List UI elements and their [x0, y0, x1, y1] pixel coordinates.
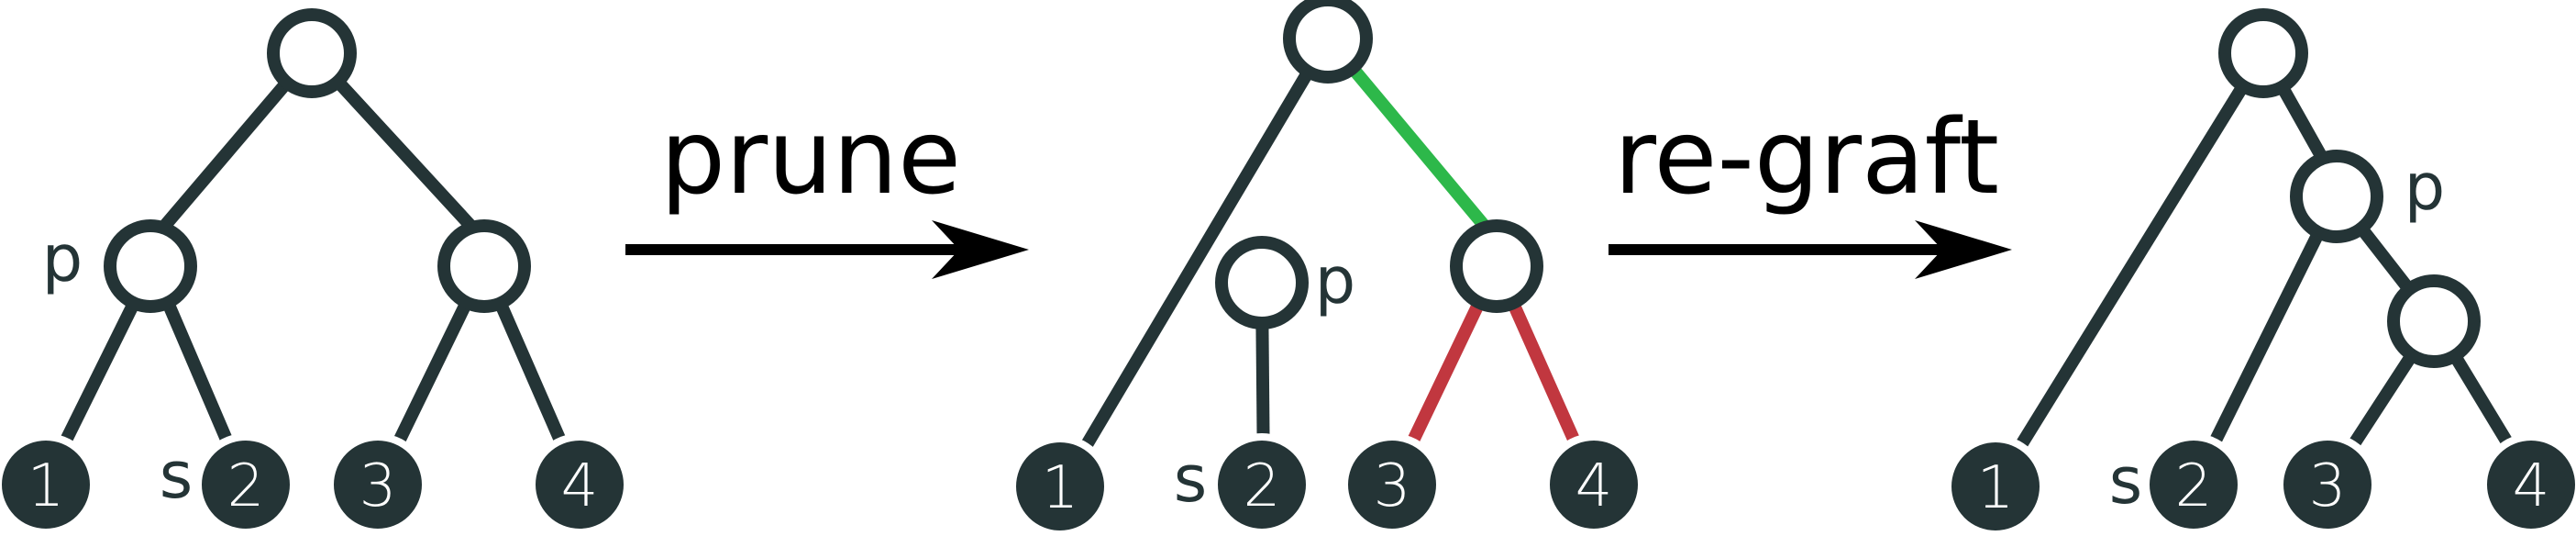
edge-root-leaf1 [1990, 50, 2269, 490]
p-label: p [2405, 150, 2445, 225]
regraft-label: re-graft [1614, 98, 1999, 218]
s-label: s [2109, 443, 2142, 519]
regraft-arrow-head [1915, 220, 2012, 279]
leaf-node-2 [2142, 433, 2245, 536]
prune-arrow: prune [625, 98, 1029, 279]
leaf-node-1 [1944, 435, 2047, 536]
leaf-label-1: 1 [1977, 454, 2015, 522]
edge-p-leaf2 [2187, 193, 2343, 488]
internal-node-p [104, 219, 197, 313]
leaf-label-3: 3 [2309, 452, 2347, 520]
leaf-node-2 [1211, 433, 1313, 536]
internal-node-p [2290, 150, 2383, 243]
p-label: p [42, 221, 83, 296]
root-node [2218, 8, 2308, 98]
panel-regrafted-tree: 1 2 3 4 p s [1944, 8, 2576, 536]
s-label: s [160, 438, 193, 513]
leaf-label-4: 4 [2513, 452, 2550, 520]
leaf-node-3 [326, 433, 429, 536]
internal-node-right [437, 219, 531, 313]
leaf-node-1 [1009, 435, 1111, 536]
leaf-label-4: 4 [561, 452, 599, 520]
edge-root-leaf1 [1056, 35, 1334, 490]
root-node [267, 8, 357, 98]
leaf-label-1: 1 [28, 452, 65, 520]
prune-label: prune [660, 98, 961, 218]
root-node [1283, 0, 1373, 84]
internal-node-right [1450, 219, 1543, 313]
leaf-label-4: 4 [1575, 452, 1613, 520]
leaf-node-4 [2480, 433, 2576, 536]
panel-original-tree: 1 2 3 4 p s [0, 8, 631, 536]
leaf-node-4 [528, 433, 631, 536]
panel-pruned-tree: 1 2 3 4 p s [1009, 0, 1645, 536]
detached-node-p [1215, 236, 1309, 329]
p-label: p [1315, 243, 1355, 318]
leaf-node-2 [194, 433, 297, 536]
s-label: s [1174, 441, 1207, 517]
leaf-node-1 [0, 433, 97, 536]
regraft-arrow: re-graft [1609, 98, 2012, 279]
leaf-node-3 [2276, 433, 2379, 536]
leaf-node-3 [1341, 433, 1443, 536]
leaf-label-3: 3 [1374, 452, 1411, 520]
leaf-label-1: 1 [1042, 454, 1079, 522]
prune-arrow-head [932, 220, 1029, 279]
leaf-label-2: 2 [227, 452, 265, 520]
leaf-label-3: 3 [359, 452, 397, 520]
leaf-node-4 [1542, 433, 1645, 536]
leaf-label-2: 2 [2175, 452, 2213, 520]
internal-node-lower [2387, 274, 2481, 368]
leaf-label-2: 2 [1244, 452, 1281, 520]
